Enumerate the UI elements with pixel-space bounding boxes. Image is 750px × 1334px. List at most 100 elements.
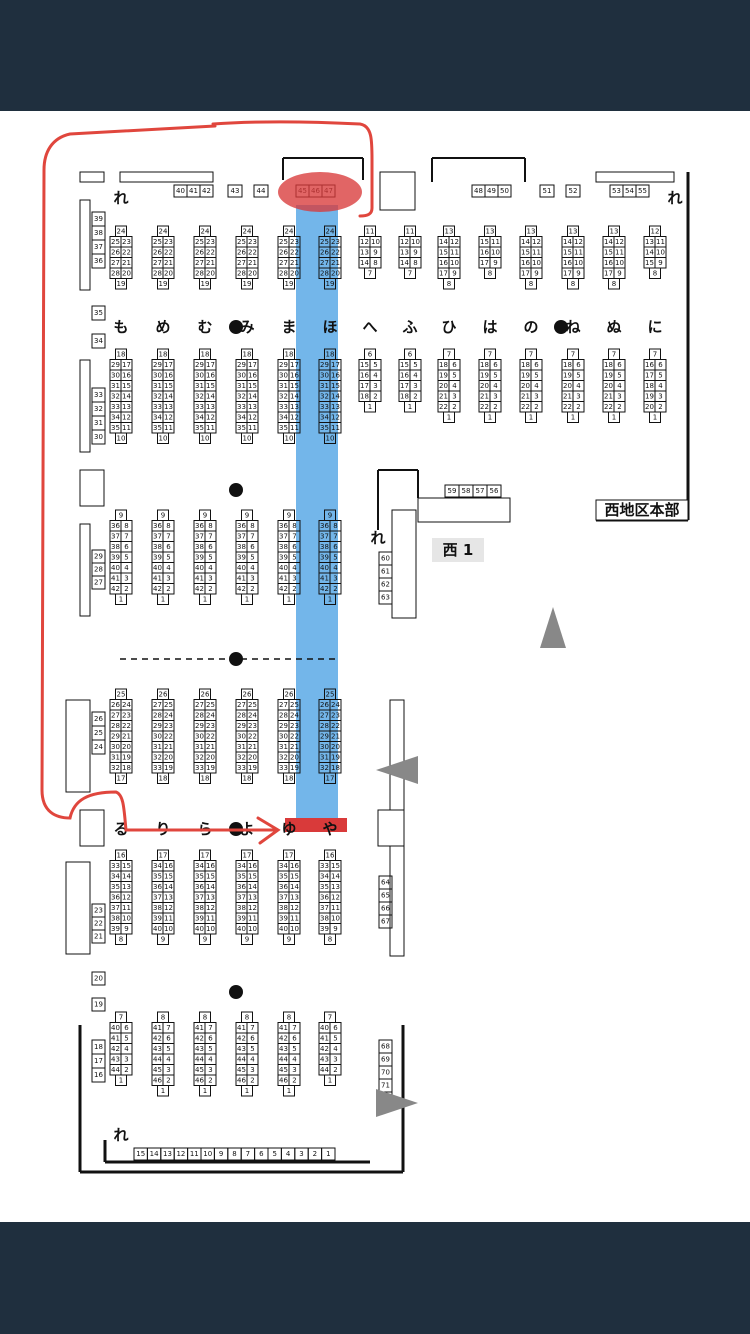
block1-stall-number: 26 — [279, 248, 288, 256]
block5-end-number: 9 — [203, 935, 207, 943]
right-wall-bar — [389, 699, 405, 811]
bottom-wall-stall-number: 5 — [272, 1150, 276, 1158]
block2-stall-number: 18 — [521, 361, 530, 369]
block2-stall-number: 17 — [164, 361, 173, 369]
bottom-wall-stall-number: 9 — [219, 1150, 223, 1158]
right-wall-stall — [378, 914, 393, 929]
block3-stall-number: 36 — [279, 522, 288, 530]
block3-stall-number: 3 — [208, 574, 212, 582]
block3-stall-number: 8 — [333, 522, 337, 530]
bottom-wall-stall-number: 13 — [163, 1150, 172, 1158]
top-square — [379, 171, 416, 211]
block6-end-number: 8 — [203, 1013, 207, 1021]
block5-end-number: 9 — [161, 935, 165, 943]
block2-stall-number: 12 — [122, 413, 131, 421]
top-wall-stall — [539, 184, 555, 198]
block2-stall-number: 16 — [331, 371, 340, 379]
block1-end-number: 24 — [117, 227, 126, 235]
block6-end-number: 8 — [287, 1013, 291, 1021]
block1-stall-number: 13 — [360, 248, 369, 256]
block2-stall-number: 30 — [111, 371, 120, 379]
block6-stall-number: 46 — [195, 1076, 204, 1084]
block2-stall-number: 31 — [279, 382, 288, 390]
block1-stall-number: 21 — [164, 259, 173, 267]
block1-stall-number: 23 — [164, 238, 173, 246]
block1-stall-number: 27 — [320, 259, 329, 267]
top-wall-stall — [253, 184, 269, 198]
block4-stall-number: 24 — [331, 701, 340, 709]
block1-stall-number: 25 — [195, 238, 204, 246]
block2-stall-number: 2 — [413, 392, 417, 400]
left-wall-stall-number: 38 — [94, 229, 103, 237]
block3-stall-number: 37 — [153, 532, 162, 540]
block1-stall-number: 10 — [450, 259, 459, 267]
block4-stall-number: 29 — [195, 722, 204, 730]
block2-stall-number: 22 — [563, 403, 572, 411]
block2-stall-number: 11 — [290, 424, 299, 432]
block6-stall-number: 6 — [250, 1034, 255, 1042]
top-wall-stall-number: 53 — [612, 187, 621, 195]
block6-end-stall — [115, 1074, 127, 1086]
left-wall-stall-number: 29 — [94, 553, 103, 561]
block2-stall-number: 13 — [206, 403, 215, 411]
left-arrow — [376, 756, 418, 784]
block4-stall-number: 31 — [237, 743, 246, 751]
row-label: ふ — [402, 318, 417, 336]
block4-stall-number: 30 — [195, 732, 204, 740]
block6-stall-number: 6 — [166, 1034, 171, 1042]
block6-stall-number: 42 — [279, 1034, 288, 1042]
block1-stall-number: 26 — [153, 248, 162, 256]
aisle-dot — [229, 652, 243, 666]
block2-end-number: 18 — [117, 350, 126, 358]
block1-stall-number: 14 — [439, 238, 448, 246]
block5-stall-number: 11 — [331, 904, 340, 912]
block5-stall-number: 40 — [195, 925, 204, 933]
block1-stall-number: 25 — [111, 238, 120, 246]
block2-stall-number: 17 — [290, 361, 299, 369]
block2-stall-number: 12 — [164, 413, 173, 421]
block2-end-stall — [649, 411, 661, 423]
block6-stall-number: 44 — [111, 1066, 120, 1074]
block1-stall-number: 12 — [574, 238, 583, 246]
left-wall-stall-number: 16 — [94, 1071, 103, 1079]
block5-end-number: 16 — [326, 851, 335, 859]
block4-stall-number: 25 — [290, 701, 299, 709]
block5-stall-number: 38 — [111, 914, 120, 922]
block5-end-number: 8 — [119, 935, 123, 943]
block1-end-stall — [484, 267, 496, 279]
left-wall-stall-number: 28 — [94, 566, 103, 574]
block2-stall-number: 12 — [290, 413, 299, 421]
block4-stall-number: 20 — [164, 753, 173, 761]
block3-stall-number: 42 — [195, 585, 204, 593]
block2-stall-number: 32 — [279, 392, 288, 400]
block2-end-stall — [283, 432, 295, 444]
block2-stall-number: 15 — [360, 361, 369, 369]
block2-stall-number: 31 — [153, 382, 162, 390]
block2-stall-number: 19 — [439, 371, 448, 379]
block5-stall-number: 14 — [206, 883, 215, 891]
block6-end-number: 1 — [161, 1087, 165, 1095]
block1-stall-number: 15 — [645, 259, 654, 267]
block1-stall-number: 16 — [604, 259, 613, 267]
block3-stall-number: 39 — [320, 553, 329, 561]
bottom-wall-stall-number: 8 — [232, 1150, 236, 1158]
top-wall-stall — [635, 184, 650, 198]
block1-stall-number: 15 — [480, 238, 489, 246]
highlighted-aisle — [296, 205, 338, 820]
block2-stall-number: 15 — [248, 382, 257, 390]
block4-stall-number: 30 — [111, 743, 120, 751]
block5-stall-number: 36 — [153, 883, 162, 891]
block5-stall-number: 37 — [237, 893, 246, 901]
block4-stall-number: 29 — [279, 722, 288, 730]
block6-stall-number: 44 — [279, 1055, 288, 1063]
block3-stall-number: 42 — [279, 585, 288, 593]
block4-stall-number: 23 — [248, 722, 257, 730]
block2-end-number: 10 — [159, 434, 168, 442]
block6-stall-number: 2 — [166, 1076, 170, 1084]
block1-end-stall — [157, 278, 169, 290]
block2-stall-number: 30 — [320, 371, 329, 379]
block3-stall-number: 37 — [111, 532, 120, 540]
left-wall-stall-number: 37 — [94, 243, 103, 251]
block2-end-number: 6 — [408, 350, 413, 358]
left-wall-box — [79, 469, 105, 507]
